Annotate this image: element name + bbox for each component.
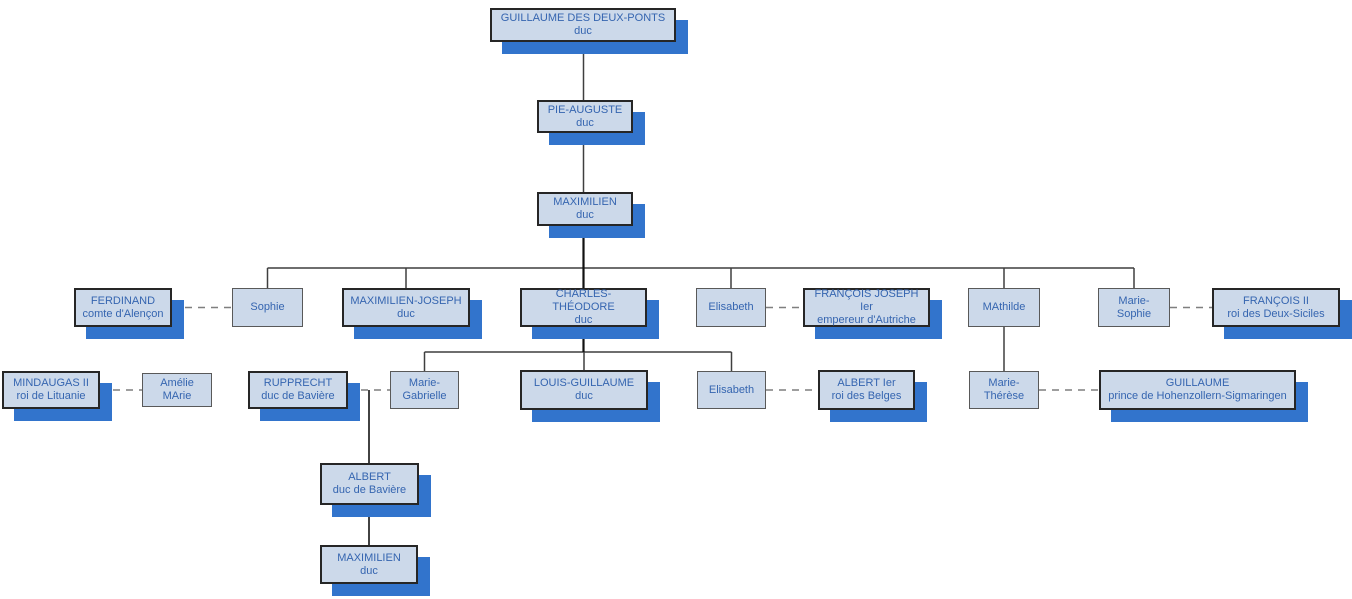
person-name: RUPPRECHT	[263, 377, 333, 389]
person-name: FRANÇOIS II	[1242, 294, 1309, 307]
node-marie-therese[interactable]: Marie-Thérèse	[969, 371, 1039, 409]
person-name: ALBERT Ier	[837, 377, 896, 389]
person-name: PIE-AUGUSTE	[547, 103, 623, 116]
person-name: Marie-Thérèse	[983, 377, 1025, 402]
person-name: GUILLAUME DES DEUX-PONTS	[500, 12, 666, 24]
node-charles-theodore[interactable]: CHARLES-THÉODORE duc	[520, 288, 647, 327]
person-name: MINDAUGAS II	[13, 377, 89, 389]
person-title: prince de Hohenzollern-Sigmaringen	[1108, 390, 1287, 402]
person-title: duc de Bavière	[332, 484, 407, 496]
node-marie-sophie[interactable]: Marie-Sophie	[1098, 288, 1170, 327]
node-guillaume-hohenzollern[interactable]: GUILLAUME prince de Hohenzollern-Sigmari…	[1099, 370, 1296, 410]
person-name: Amélie MArie	[160, 377, 194, 402]
person-name: Elisabeth	[708, 301, 754, 313]
person-name: FERDINAND	[90, 294, 156, 307]
node-albert-baviere[interactable]: ALBERT duc de Bavière	[320, 463, 419, 505]
person-title: duc de Bavière	[261, 390, 335, 402]
node-mathilde[interactable]: MAthilde	[968, 288, 1040, 327]
node-amelie-marie[interactable]: Amélie MArie	[142, 373, 212, 407]
person-title: roi des Belges	[831, 390, 902, 402]
person-name: GUILLAUME	[1165, 377, 1230, 389]
node-sophie[interactable]: Sophie	[232, 288, 303, 327]
person-title: duc	[360, 564, 378, 577]
node-marie-gabrielle[interactable]: Marie-Gabrielle	[390, 371, 459, 409]
person-name: MAthilde	[982, 301, 1026, 313]
person-name: LOUIS-GUILLAUME	[533, 377, 635, 389]
person-name: Marie-Gabrielle	[402, 377, 447, 402]
person-title: roi de Lituanie	[16, 390, 86, 402]
person-title: duc	[575, 390, 593, 402]
node-mindaugas-ii[interactable]: MINDAUGAS II roi de Lituanie	[2, 371, 100, 409]
node-pie-auguste[interactable]: PIE-AUGUSTE duc	[537, 100, 633, 133]
node-francois-joseph[interactable]: FRANÇOIS JOSEPH Ier empereur d'Autriche	[803, 288, 930, 327]
person-name: MAXIMILIEN-JOSEPH	[350, 294, 462, 307]
node-maximilien-fils[interactable]: MAXIMILIEN duc	[320, 545, 418, 584]
person-title: duc	[574, 314, 593, 326]
person-name: ALBERT	[348, 471, 391, 483]
node-francois-ii[interactable]: FRANÇOIS II roi des Deux-Siciles	[1212, 288, 1340, 327]
person-name: Elisabeth	[708, 383, 755, 396]
node-maximilien-joseph[interactable]: MAXIMILIEN-JOSEPH duc	[342, 288, 470, 327]
person-title: duc	[574, 25, 592, 37]
person-title: duc	[397, 307, 415, 320]
node-guillaume-des-deux-ponts[interactable]: GUILLAUME DES DEUX-PONTS duc	[490, 8, 676, 42]
node-elisabeth-autriche[interactable]: Elisabeth	[696, 288, 766, 327]
person-name: FRANÇOIS JOSEPH Ier	[814, 288, 919, 313]
person-title: duc	[576, 116, 594, 129]
person-name: CHARLES-THÉODORE	[552, 288, 615, 313]
person-name: Marie-Sophie	[1116, 294, 1152, 320]
node-maximilien[interactable]: MAXIMILIEN duc	[537, 192, 633, 226]
person-title: empereur d'Autriche	[817, 314, 916, 326]
person-title: roi des Deux-Siciles	[1227, 307, 1325, 320]
node-ferdinand[interactable]: FERDINAND comte d'Alençon	[74, 288, 172, 327]
person-name: MAXIMILIEN	[553, 196, 617, 208]
node-albert-ier[interactable]: ALBERT Ier roi des Belges	[818, 370, 915, 410]
person-name: MAXIMILIEN	[337, 551, 401, 564]
node-louis-guillaume[interactable]: LOUIS-GUILLAUME duc	[520, 370, 648, 410]
node-elisabeth-belgique[interactable]: Elisabeth	[697, 371, 766, 409]
person-name: Sophie	[250, 301, 285, 313]
person-title: duc	[576, 209, 594, 221]
node-rupprecht[interactable]: RUPPRECHT duc de Bavière	[248, 371, 348, 409]
person-title: comte d'Alençon	[82, 307, 164, 320]
